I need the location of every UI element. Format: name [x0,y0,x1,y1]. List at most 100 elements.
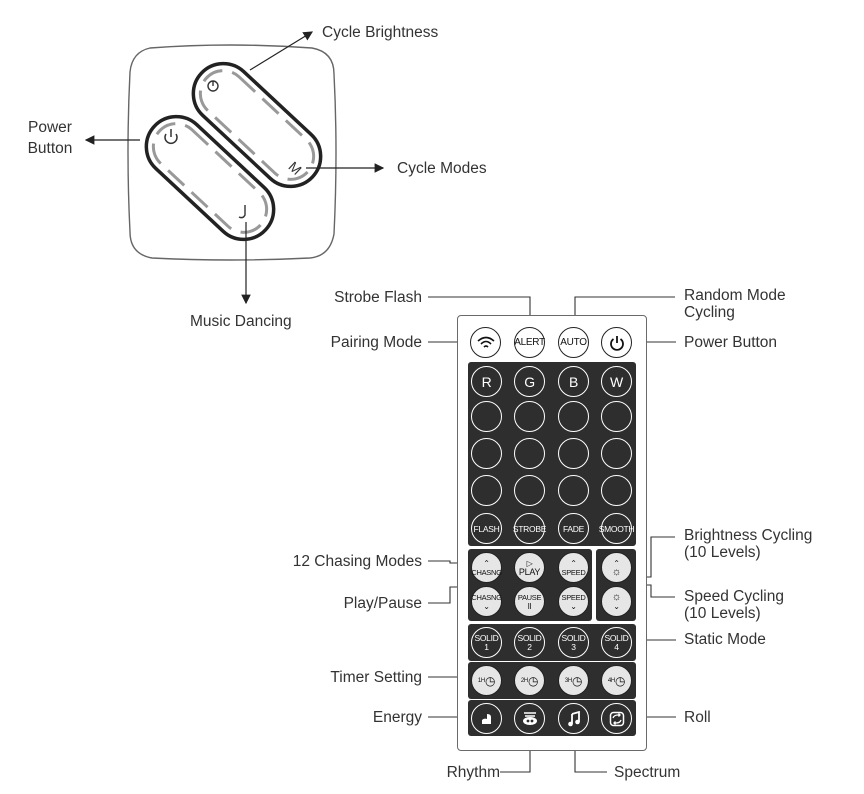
timer-label: 3H [564,677,572,684]
brightness-up-icon: ☼ [611,565,622,578]
arrow-cycle-brightness [249,31,314,71]
timer-2h-button[interactable]: 2H◷ [514,665,545,696]
pause-label: PAUSE [517,592,542,602]
timer-label: 2H [520,677,528,684]
chevron-up-icon: ⌃ [613,558,620,568]
play-button[interactable]: ▷PLAY [514,552,545,583]
label-energy: Energy [372,709,422,726]
power-music-key[interactable] [134,104,286,252]
label-speed-line2: (10 Levels) [684,605,761,622]
blue-button[interactable]: B [558,366,589,397]
chevron-down-icon: ⌄ [613,601,620,611]
label-brightness-line2: (10 Levels) [684,544,761,561]
color-button-blank[interactable] [471,401,502,432]
chasing-down-button[interactable]: CHASNG⌄ [471,586,502,617]
timer-3h-button[interactable]: 3H◷ [558,665,589,696]
color-button-blank[interactable] [558,475,589,506]
label-power-button-top: Power Button [20,119,80,157]
chevron-down-icon: ⌄ [570,601,577,611]
label-roll: Roll [684,709,711,726]
smooth-button[interactable]: SMOOTH [599,513,635,544]
label-cycle-brightness: Cycle Brightness [322,24,439,41]
alert-button[interactable]: ALERT [514,327,545,358]
clock-icon: ◷ [571,673,583,688]
timer-label: 4H [607,677,615,684]
color-button-blank[interactable] [601,438,632,469]
solid-label: SOLID [561,632,586,643]
solid-number: 4 [614,641,619,652]
speed-up-label: SPEED [561,567,586,577]
brightness-mode-key[interactable] [181,51,333,199]
pause-icon: II [527,601,532,611]
white-button[interactable]: W [601,366,632,397]
label-power-line2: Button [27,140,73,157]
red-button[interactable]: R [471,366,502,397]
clock-icon: ◷ [614,673,626,688]
spectrum-button[interactable] [558,703,589,734]
label-random-line1: Random Mode [684,287,786,304]
color-button-blank[interactable] [558,401,589,432]
rhythm-button[interactable] [514,703,545,734]
wifi-icon [476,336,495,348]
color-button-blank[interactable] [471,475,502,506]
chasing-down-label: CHASNG [471,592,502,602]
color-button-blank[interactable] [601,401,632,432]
label-brightness-line1: Brightness Cycling [684,527,813,544]
timer-label: 1H [477,677,485,684]
roll-icon [609,711,624,726]
chevron-down-icon: ⌄ [483,601,490,611]
color-button-blank[interactable] [514,475,545,506]
label-speed-cycling: Speed Cycling (10 Levels) [684,588,784,622]
flash-button[interactable]: FLASH [471,513,502,544]
solid-label: SOLID [474,632,499,643]
label-pairing-mode: Pairing Mode [330,334,422,351]
play-icon: ▷ [526,558,533,568]
timer-4h-button[interactable]: 4H◷ [601,665,632,696]
label-random-line2: Cycling [684,304,735,321]
brightness-down-icon: ☼ [611,590,622,603]
timer-1h-button[interactable]: 1H◷ [471,665,502,696]
label-speed-line1: Speed Cycling [684,588,784,605]
label-cycle-modes: Cycle Modes [397,160,487,177]
auto-button[interactable]: AUTO [558,327,589,358]
label-spectrum: Spectrum [614,764,681,781]
brightness-mark-icon [207,80,219,92]
speed-down-button[interactable]: SPEED⌄ [558,586,589,617]
chevron-up-icon: ⌃ [483,558,490,568]
strobe-button[interactable]: STROBE [513,513,546,544]
power-icon [609,335,624,351]
pairing-button[interactable] [470,327,501,358]
energy-icon [481,713,491,724]
label-brightness-cycling: Brightness Cycling (10 Levels) [684,527,812,561]
power-button[interactable] [601,327,632,358]
color-button-blank[interactable] [601,475,632,506]
label-play-pause: Play/Pause [343,595,422,612]
brightness-up-button[interactable]: ⌃☼ [601,552,632,583]
label-power-button: Power Button [684,334,778,351]
brightness-down-button[interactable]: ☼⌄ [601,586,632,617]
fade-button[interactable]: FADE [558,513,589,544]
clock-icon: ◷ [484,673,496,688]
chasing-up-label: CHASNG [471,567,502,577]
color-button-blank[interactable] [514,401,545,432]
chevron-up-icon: ⌃ [570,558,577,568]
roll-button[interactable] [601,703,632,734]
speed-up-button[interactable]: ⌃SPEED [558,552,589,583]
color-button-blank[interactable] [471,438,502,469]
label-music-dancing: Music Dancing [190,313,292,330]
rhythm-icon [522,711,537,725]
clock-icon: ◷ [527,673,539,688]
label-chasing-modes: 12 Chasing Modes [292,553,422,570]
chasing-up-button[interactable]: ⌃CHASNG [471,552,502,583]
speed-down-label: SPEED [561,592,586,602]
color-button-blank[interactable] [514,438,545,469]
color-button-blank[interactable] [558,438,589,469]
energy-button[interactable] [471,703,502,734]
green-button[interactable]: G [514,366,545,397]
